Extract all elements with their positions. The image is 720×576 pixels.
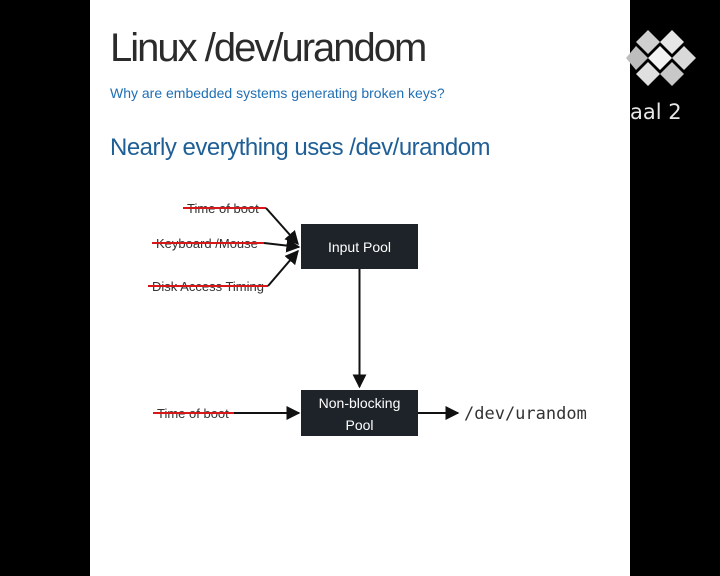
input-pool-box <box>301 224 418 269</box>
presentation-slide: Linux /dev/urandom Why are embedded syst… <box>90 0 630 576</box>
input-pool-label: Input Pool <box>328 239 391 255</box>
output-dev-urandom-label: /dev/urandom <box>464 404 587 424</box>
nonblocking-pool-label-line1: Non-blocking <box>319 395 401 411</box>
broadcaster-logo-icon <box>626 30 696 86</box>
entropy-flow-diagram: Time of boot Keyboard /Mouse Disk Access… <box>148 201 587 436</box>
arrow-disk-to-input <box>267 249 299 287</box>
slide-title: Linux /dev/urandom <box>110 26 427 70</box>
nonblocking-pool-label-line2: Pool <box>345 417 373 433</box>
nonblocking-pool-box <box>301 390 418 436</box>
slide-heading: Nearly everything uses /dev/urandom <box>110 134 491 161</box>
channel-name-overlay: aal 2 <box>630 100 682 124</box>
arrow-time-to-input <box>265 207 299 246</box>
arrow-keyboard-to-input <box>263 238 301 253</box>
slide-subtitle: Why are embedded systems generating brok… <box>110 85 445 101</box>
